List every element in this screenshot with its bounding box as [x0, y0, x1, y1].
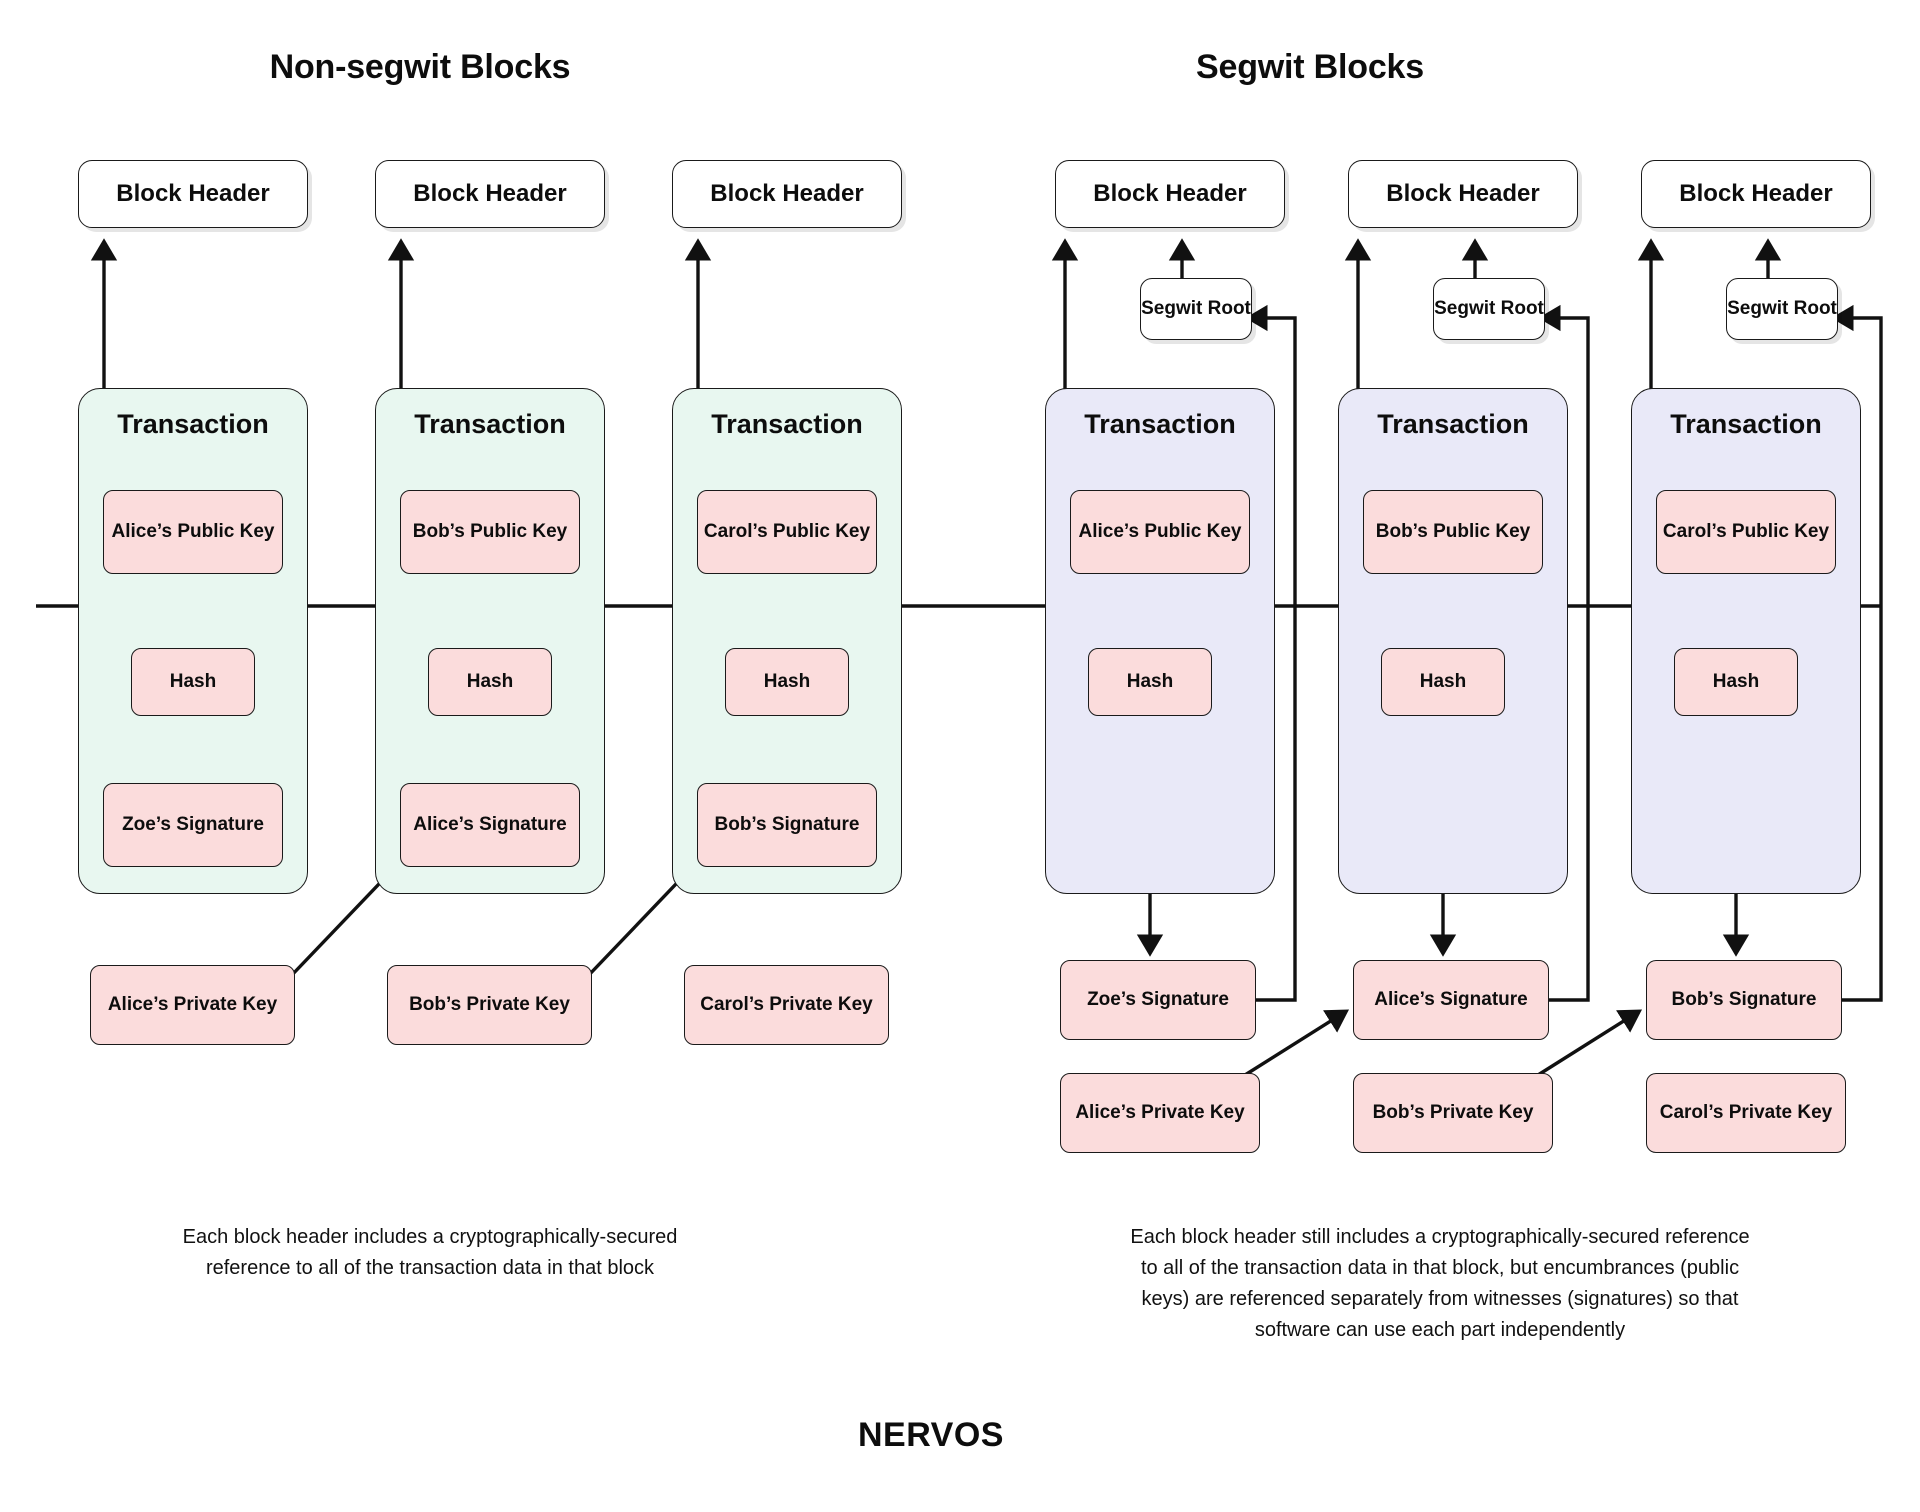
public-key-2: Bob’s Public Key — [400, 490, 580, 574]
segwit-hash-3: Hash — [1674, 648, 1798, 716]
segwit-transaction-label-3: Transaction — [1670, 409, 1822, 439]
caption-segwit: Each block header still includes a crypt… — [1025, 1222, 1855, 1346]
caption-line: Each block header includes a cryptograph… — [182, 1226, 678, 1248]
transaction-label-3: Transaction — [711, 409, 863, 439]
segwit-transaction-label-1: Transaction — [1084, 409, 1236, 439]
signature-2: Alice’s Signature — [400, 783, 580, 867]
nervos-logo: NERVOS — [858, 1416, 1004, 1454]
segwit-hash-2: Hash — [1381, 648, 1505, 716]
segwit-transaction-label-2: Transaction — [1377, 409, 1529, 439]
segwit-root-3: Segwit Root — [1726, 278, 1838, 340]
segwit-public-key-1: Alice’s Public Key — [1070, 490, 1250, 574]
segwit-signature-1: Zoe’s Signature — [1060, 960, 1256, 1040]
segwit-root-1: Segwit Root — [1140, 278, 1252, 340]
caption-line: keys) are referenced separately from wit… — [1141, 1288, 1739, 1310]
caption-line: to all of the transaction data in that b… — [1140, 1257, 1740, 1279]
hash-2: Hash — [428, 648, 552, 716]
signature-3: Bob’s Signature — [697, 783, 877, 867]
arrow-group — [90, 238, 1883, 1077]
public-key-3: Carol’s Public Key — [697, 490, 877, 574]
private-key-3: Carol’s Private Key — [684, 965, 889, 1045]
signature-1: Zoe’s Signature — [103, 783, 283, 867]
block-header-1: Block Header — [78, 160, 308, 228]
transaction-label-1: Transaction — [117, 409, 269, 439]
segwit-transaction-box-3: Transaction — [1631, 388, 1861, 894]
caption-line: Each block header still includes a crypt… — [1130, 1226, 1750, 1248]
segwit-hash-1: Hash — [1088, 648, 1212, 716]
transaction-label-2: Transaction — [414, 409, 566, 439]
segwit-private-key-2: Bob’s Private Key — [1353, 1073, 1553, 1153]
caption-line: reference to all of the transaction data… — [205, 1257, 655, 1279]
caption-line: software can use each part independently — [1254, 1319, 1626, 1341]
private-key-1: Alice’s Private Key — [90, 965, 295, 1045]
hash-3: Hash — [725, 648, 849, 716]
segwit-public-key-3: Carol’s Public Key — [1656, 490, 1836, 574]
caption-non-segwit: Each block header includes a cryptograph… — [100, 1222, 760, 1284]
segwit-signature-3: Bob’s Signature — [1646, 960, 1842, 1040]
panel-title-segwit: Segwit Blocks — [1196, 48, 1424, 86]
private-key-2: Bob’s Private Key — [387, 965, 592, 1045]
segwit-block-header-1: Block Header — [1055, 160, 1285, 228]
segwit-private-key-1: Alice’s Private Key — [1060, 1073, 1260, 1153]
segwit-root-2: Segwit Root — [1433, 278, 1545, 340]
segwit-transaction-box-1: Transaction — [1045, 388, 1275, 894]
segwit-transaction-box-2: Transaction — [1338, 388, 1568, 894]
block-header-3: Block Header — [672, 160, 902, 228]
segwit-public-key-2: Bob’s Public Key — [1363, 490, 1543, 574]
segwit-signature-2: Alice’s Signature — [1353, 960, 1549, 1040]
block-header-2: Block Header — [375, 160, 605, 228]
segwit-private-key-3: Carol’s Private Key — [1646, 1073, 1846, 1153]
segwit-block-header-3: Block Header — [1641, 160, 1871, 228]
hash-1: Hash — [131, 648, 255, 716]
public-key-1: Alice’s Public Key — [103, 490, 283, 574]
panel-title-non-segwit: Non-segwit Blocks — [269, 48, 571, 86]
segwit-block-header-2: Block Header — [1348, 160, 1578, 228]
